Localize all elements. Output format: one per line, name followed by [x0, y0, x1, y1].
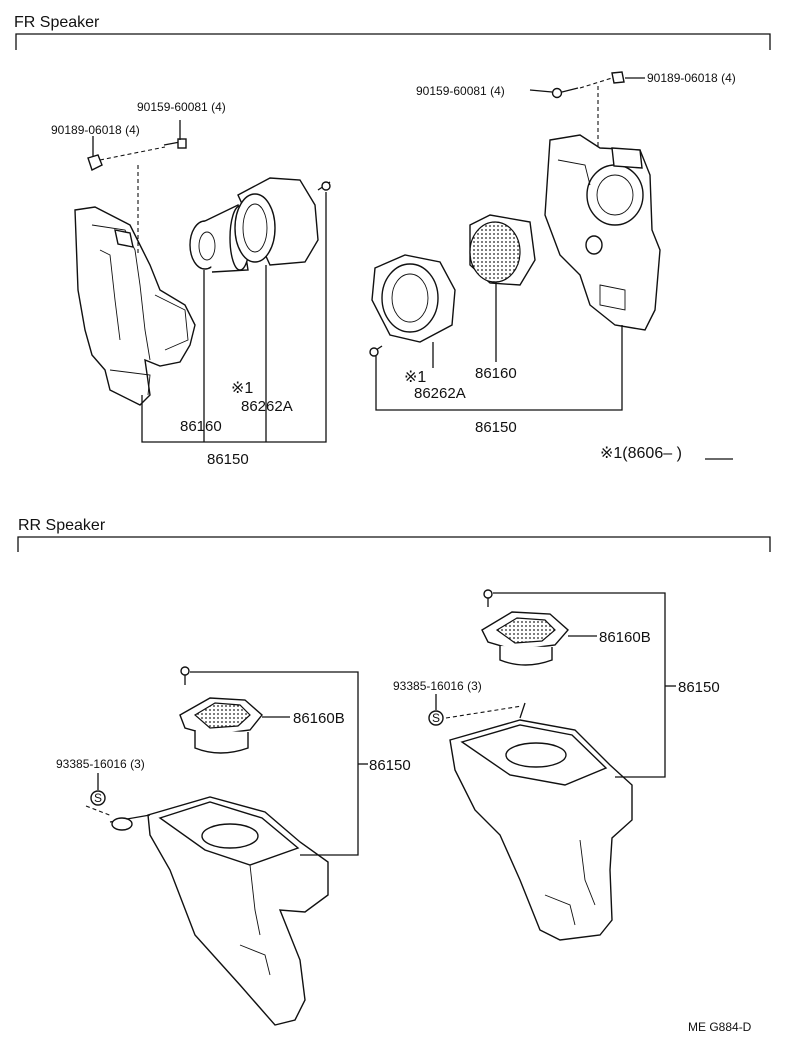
rr-right-nut-icon: S	[428, 710, 444, 726]
rr-left-nut-label: 93385-16016 (3)	[56, 757, 145, 771]
fr-right-clip-icon	[369, 345, 383, 357]
fr-right-screw-icon	[551, 87, 579, 99]
rr-section-title: RR Speaker	[18, 517, 106, 534]
fr-section-title: FR Speaker	[14, 14, 100, 31]
fr-right-assy-line	[375, 325, 623, 411]
rr-right-speaker	[481, 611, 569, 666]
fr-right-screw-label: 90159-60081 (4)	[416, 84, 505, 98]
fr-right-speaker	[469, 214, 536, 286]
drawing-code: ME G884-D	[688, 1020, 752, 1034]
fr-left-screw-label: 90159-60081 (4)	[137, 100, 226, 114]
fr-left-dash-1	[99, 146, 166, 161]
rr-left-speaker	[179, 697, 263, 754]
rr-section-bracket	[17, 536, 771, 552]
fr-left-nut-icon	[87, 154, 103, 171]
rr-right-speaker-part: 86160B	[599, 629, 651, 646]
fr-left-screw-icon	[163, 138, 187, 149]
rr-right-assy-line	[493, 592, 666, 778]
rr-left-nut-icon: S	[90, 790, 106, 806]
fr-right-mark: ※1	[404, 369, 426, 386]
fr-left-grille	[234, 177, 319, 266]
fr-left-clip-icon	[317, 181, 331, 191]
rr-left-screw-icon	[180, 666, 190, 685]
fr-left-grille-part: 86262A	[241, 398, 293, 415]
fr-section-bracket	[15, 33, 771, 50]
rr-left-speaker-part: 86160B	[293, 710, 345, 727]
fr-left-bracket	[74, 206, 196, 406]
fr-right-bracket	[544, 134, 661, 331]
fr-right-nut-label: 90189-06018 (4)	[647, 71, 736, 85]
rr-left-assy-part: 86150	[369, 757, 411, 774]
footnote: ※1(8606– )	[600, 445, 682, 462]
rr-left-enclosure	[109, 796, 329, 1026]
rr-right-enclosure	[449, 702, 633, 941]
fr-left-nut-label: 90189-06018 (4)	[51, 123, 140, 137]
fr-left-assy-part: 86150	[207, 451, 249, 468]
fr-left-mark: ※1	[231, 380, 253, 397]
rr-right-nut-label: 93385-16016 (3)	[393, 679, 482, 693]
fr-right-nut-icon	[611, 71, 625, 84]
fr-left-assy-line	[141, 192, 327, 443]
fr-left-speaker-part: 86160	[180, 418, 222, 435]
fr-right-speaker-part: 86160	[475, 365, 517, 382]
fr-right-grille	[371, 254, 456, 343]
rr-right-assy-part: 86150	[678, 679, 720, 696]
fr-right-grille-part: 86262A	[414, 385, 466, 402]
fr-right-assy-part: 86150	[475, 419, 517, 436]
svg-text:S: S	[94, 791, 102, 805]
rr-right-screw-icon	[483, 589, 493, 607]
svg-text:S: S	[432, 711, 440, 725]
